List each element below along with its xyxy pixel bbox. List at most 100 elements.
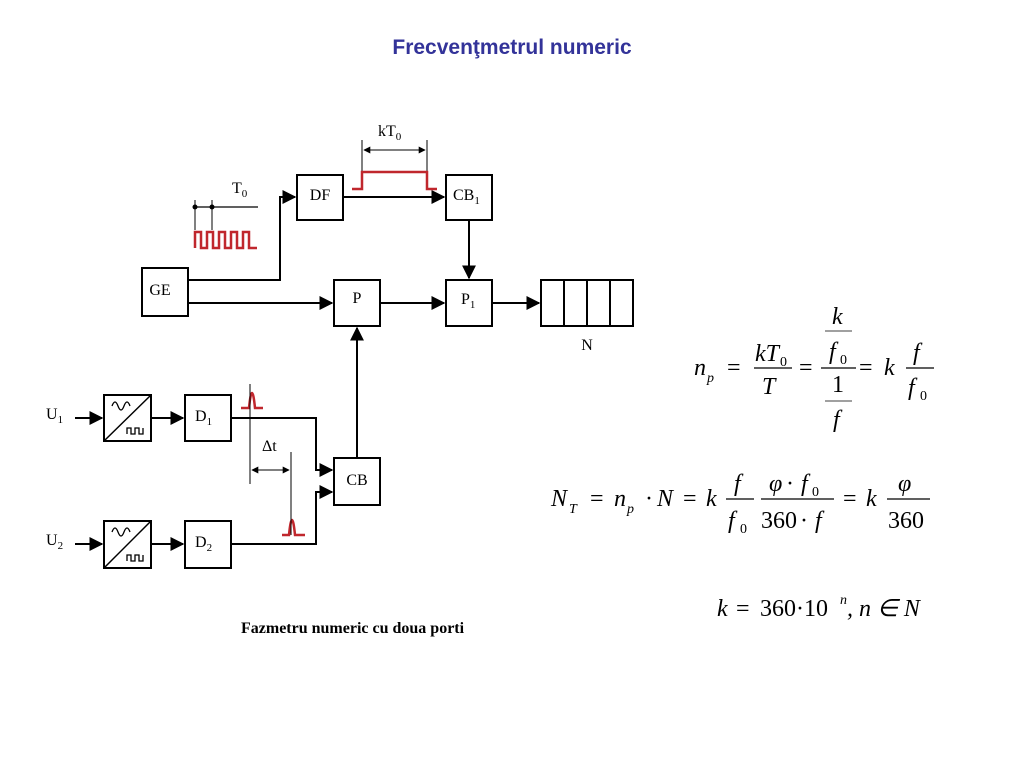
svg-text:k: k [832,304,843,330]
svg-text:CB1: CB1 [453,187,480,207]
svg-text:n: n [614,486,626,512]
square-wave-icon [126,554,144,562]
block-p1: P1 [445,279,493,327]
svg-text:·: · [786,471,794,497]
figure-caption: Fazmetru numeric cu doua porti [241,620,465,637]
block-ge-label: GE [149,282,170,299]
svg-text:k: k [866,486,877,512]
svg-text:=: = [843,486,857,512]
block-p1-label: P [461,291,470,308]
svg-text:φ: φ [898,471,911,497]
svg-text:T: T [569,502,578,517]
svg-text:kT: kT [755,341,781,367]
formula-np: n p = kT 0 T = k f 0 1 f = k f f 0 [694,304,934,433]
t0-label: T [232,180,242,197]
page-title: Frecvenţmetrul numeric [392,36,632,59]
svg-text:T: T [762,374,777,400]
svg-text:360·10: 360·10 [760,596,828,622]
connections [75,190,541,551]
svg-text:=: = [590,486,604,512]
svg-text:D1: D1 [195,408,212,428]
svg-text:kT0: kT0 [378,123,402,143]
svg-text:f: f [908,375,918,401]
clock-pulse-train: T0 [192,180,258,250]
counter-register: N [540,279,634,354]
block-d1-sub: 1 [207,416,213,428]
svg-text:=: = [799,355,813,381]
svg-text:f: f [829,339,839,365]
kt0-sub: 0 [396,131,402,143]
svg-text:=: = [727,355,741,381]
block-p: P [333,279,381,327]
svg-text:f: f [728,508,738,534]
delta-t-label: Δt [262,438,277,455]
block-ge: GE [141,267,189,317]
block-p-label: P [353,290,362,307]
svg-text:n: n [840,593,847,608]
u1-sub: 1 [58,414,64,426]
t0-sub: 0 [242,188,248,200]
svg-text:T0: T0 [232,180,248,200]
block-d2: D2 [184,520,232,569]
shaper-block-1 [103,394,152,442]
svg-text:0: 0 [740,522,747,537]
svg-text:D2: D2 [195,534,212,554]
svg-text:360: 360 [761,508,797,534]
svg-text:0: 0 [920,389,927,404]
svg-text:f: f [833,407,843,433]
svg-text:N: N [550,486,569,512]
svg-text:f: f [801,471,811,497]
svg-text:k: k [706,486,717,512]
detector-pulses: Δt [241,384,305,537]
u2-label: U [46,532,58,549]
block-df: DF [296,174,344,221]
sine-wave-icon [111,527,131,537]
svg-text:, n ∈ N: , n ∈ N [847,596,922,622]
svg-text:0: 0 [840,353,847,368]
sine-wave-icon [111,401,131,411]
formula-nt: N T = n p · N = k f f 0 φ · f 0 360 · f … [550,471,930,537]
block-d2-sub: 2 [207,542,213,554]
block-p1-sub: 1 [470,299,476,311]
shaper-block-2 [103,520,152,569]
svg-text:P1: P1 [461,291,475,311]
svg-text:k: k [884,355,895,381]
svg-text:=: = [859,355,873,381]
svg-text:p: p [706,371,714,386]
svg-text:N: N [656,486,675,512]
svg-text:f: f [734,471,744,497]
svg-text:0: 0 [812,485,819,500]
svg-text:φ: φ [769,471,782,497]
svg-text:U2: U2 [46,532,63,552]
block-cb1-label: CB [453,187,474,204]
svg-text:=: = [683,486,697,512]
svg-text:1: 1 [832,372,844,398]
svg-text:·: · [800,508,808,534]
block-cb: CB [333,457,381,506]
svg-text:U1: U1 [46,406,63,426]
block-cb1-sub: 1 [474,195,480,207]
svg-text:=: = [736,596,750,622]
gate-pulse-kt0: kT0 [352,123,437,191]
block-d1: D1 [184,394,232,442]
svg-text:k: k [717,596,728,622]
svg-text:f: f [913,340,923,366]
svg-text:·: · [645,486,653,512]
block-cb-label: CB [346,472,367,489]
u2-sub: 2 [58,540,64,552]
square-wave-icon [126,427,144,435]
svg-text:360: 360 [888,508,924,534]
svg-text:p: p [626,502,634,517]
u1-label: U [46,406,58,423]
svg-text:0: 0 [780,355,787,370]
block-d1-label: D [195,408,207,425]
formula-k: k = 360·10 n , n ∈ N [717,593,922,622]
counter-label: N [581,337,593,354]
svg-text:n: n [694,355,706,381]
kt0-label: kT [378,123,396,140]
svg-text:f: f [815,508,825,534]
block-d2-label: D [195,534,207,551]
block-cb1: CB1 [445,174,493,221]
block-df-label: DF [310,187,331,204]
